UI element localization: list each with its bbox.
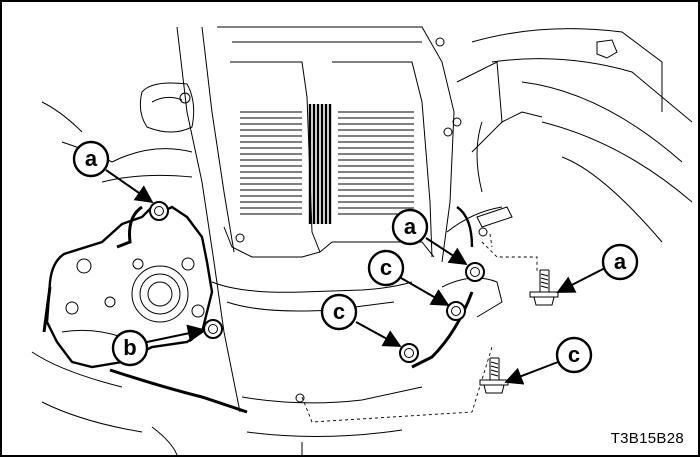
callout-a-top-left: a <box>72 140 110 178</box>
mounting-bolts <box>149 37 488 403</box>
transaxle-right <box>441 28 693 318</box>
alignment-lines <box>301 233 538 423</box>
loose-bolt-a-icon <box>529 269 559 306</box>
oil-pump-housing <box>42 205 248 414</box>
bolt-b <box>203 319 223 339</box>
leader-arrows <box>105 169 606 385</box>
loose-bolt-c-icon <box>479 357 509 394</box>
svg-text:c: c <box>333 299 345 324</box>
callout-b: b <box>111 329 149 367</box>
svg-text:c: c <box>568 342 580 367</box>
oil-pan-fins <box>240 104 414 224</box>
oil-pan-flange <box>116 205 474 369</box>
engine-housing-outline <box>31 26 455 455</box>
svg-text:a: a <box>85 146 98 171</box>
callout-c-middle: c <box>320 293 358 331</box>
svg-text:a: a <box>614 249 627 274</box>
bolt-c-lower <box>399 343 419 363</box>
bolt-a-center <box>465 262 485 282</box>
bolt-a-left <box>149 201 169 221</box>
svg-text:a: a <box>404 214 417 239</box>
callout-c-upper: c <box>367 249 405 287</box>
figure-code: T3B15B28 <box>610 430 684 447</box>
svg-text:b: b <box>123 335 136 360</box>
bolt-c-upper <box>446 301 466 321</box>
callout-c-right: c <box>555 336 593 374</box>
svg-text:c: c <box>380 255 392 280</box>
callout-a-right: a <box>601 243 639 281</box>
callout-a-center: a <box>391 208 429 246</box>
